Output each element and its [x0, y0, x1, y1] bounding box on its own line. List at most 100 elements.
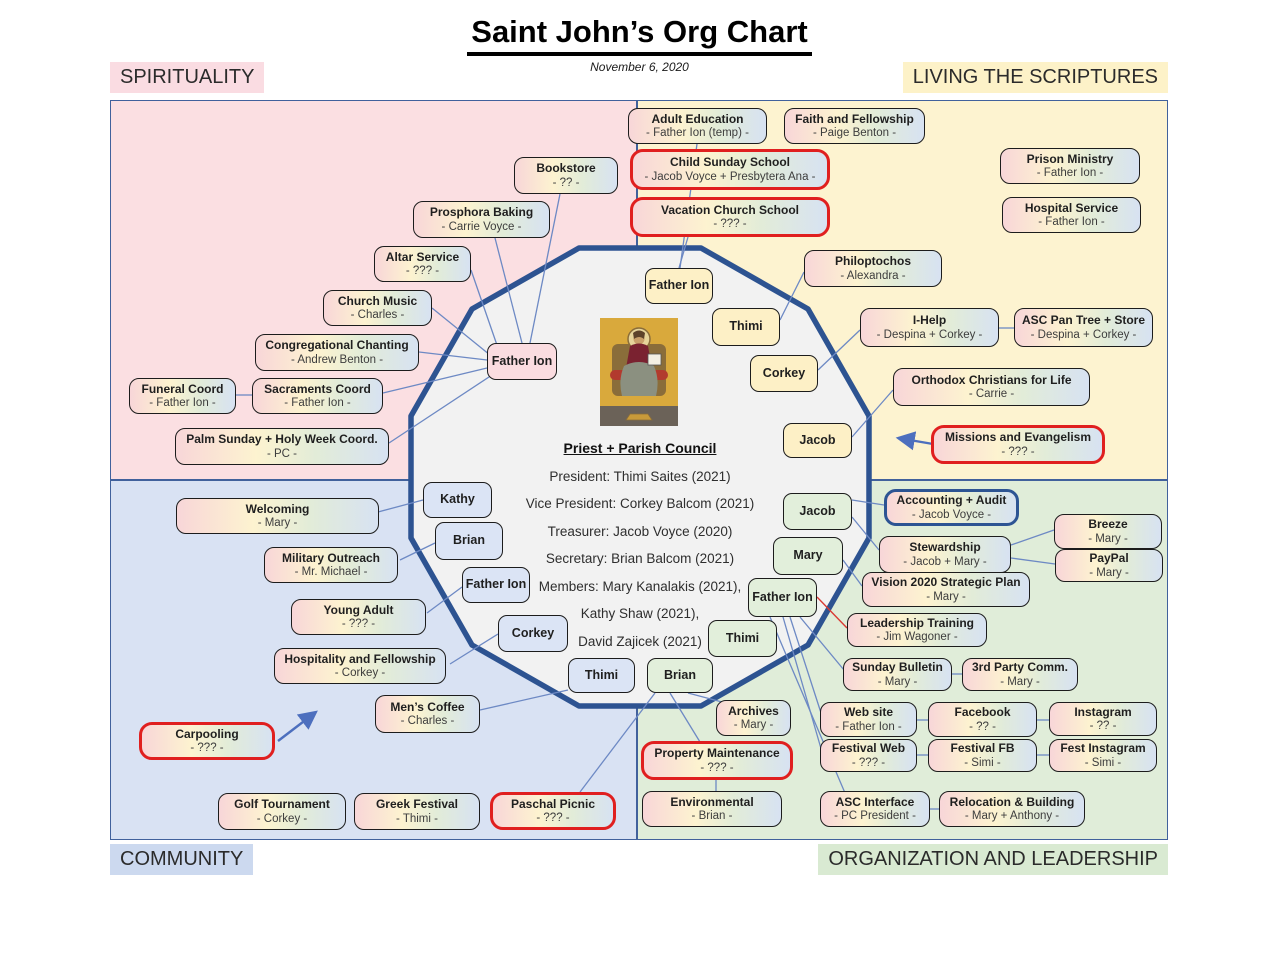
young-adult-person: - ??? - — [341, 618, 376, 631]
archives-person: - Mary - — [733, 719, 774, 732]
funeral-coord-title: Funeral Coord — [141, 381, 224, 396]
council-line: David Zajicek (2021) — [578, 633, 702, 649]
christ-enthroned-icon — [600, 318, 678, 431]
congregational-chanting-box: Congregational Chanting- Andrew Benton - — [255, 334, 419, 371]
archives-title: Archives — [728, 703, 779, 718]
property-maintenance-box: Property Maintenance- ??? - — [641, 741, 793, 780]
sunday-bulletin-person: - Mary - — [877, 675, 918, 688]
instagram-title: Instagram — [1074, 704, 1132, 719]
military-outreach-box: Military Outreach- Mr. Michael - — [264, 547, 398, 583]
father-ion-pink-member-node: Father Ion — [487, 343, 557, 380]
prosphora-box: Prosphora Baking- Carrie Voyce - — [413, 201, 550, 238]
festival-web-box: Festival Web- ??? - — [820, 739, 917, 772]
prison-ministry-title: Prison Ministry — [1026, 151, 1114, 166]
third-party-comm-box: 3rd Party Comm.- Mary - — [962, 658, 1078, 691]
breeze-title: Breeze — [1088, 517, 1128, 532]
council-line: President: Thimi Saites (2021) — [549, 468, 731, 484]
vision-2020-person: - Mary - — [926, 590, 966, 603]
faith-fellowship-person: - Paige Benton - — [812, 127, 897, 140]
prison-ministry-person: - Father Ion - — [1036, 167, 1104, 180]
welcoming-title: Welcoming — [245, 501, 310, 516]
i-help-person: - Despina + Corkey - — [876, 328, 983, 341]
facebook-person: - ?? - — [969, 720, 996, 733]
environmental-box: Environmental- Brian - — [642, 791, 782, 827]
church-music-box: Church Music- Charles - — [323, 290, 432, 326]
greek-festival-person: - Thimi - — [396, 812, 438, 825]
child-sunday-school-title: Child Sunday School — [669, 155, 790, 170]
adult-education-title: Adult Education — [651, 111, 744, 126]
sunday-bulletin-title: Sunday Bulletin — [852, 660, 943, 675]
palm-sunday-person: - PC - — [266, 447, 298, 460]
web-site-box: Web site- Father Ion - — [820, 702, 917, 737]
missions-evangelism-person: - ??? - — [1001, 445, 1035, 458]
sacraments-coord-title: Sacraments Coord — [264, 381, 371, 396]
brian-blue-member-node: Brian — [435, 522, 503, 560]
asc-interface-box: ASC Interface- PC President - — [820, 791, 930, 827]
faith-fellowship-box: Faith and Fellowship- Paige Benton - — [784, 108, 925, 144]
orthodox-christians-for-life-box: Orthodox Christians for Life- Carrie - — [893, 368, 1090, 406]
stewardship-box: Stewardship- Jacob + Mary - — [879, 536, 1011, 573]
property-maintenance-title: Property Maintenance — [654, 746, 780, 761]
corkey-blue-member-node: Corkey — [498, 615, 568, 652]
hospital-service-title: Hospital Service — [1024, 200, 1119, 215]
thimi-green-member-node: Thimi — [708, 620, 777, 657]
military-outreach-person: - Mr. Michael - — [294, 566, 368, 579]
church-music-title: Church Music — [337, 293, 418, 308]
palm-sunday-box: Palm Sunday + Holy Week Coord.- PC - — [175, 428, 389, 465]
council-line: Vice President: Corkey Balcom (2021) — [525, 496, 755, 511]
funeral-coord-person: - Father Ion - — [149, 397, 216, 410]
relocation-building-person: - Mary + Anthony - — [964, 810, 1060, 823]
sacraments-coord-person: - Father Ion - — [284, 397, 351, 410]
bookstore-title: Bookstore — [536, 161, 596, 176]
young-adult-box: Young Adult- ??? - — [291, 599, 426, 635]
date-label: November 6, 2020 — [590, 60, 689, 74]
third-party-comm-person: - Mary - — [1000, 675, 1040, 688]
instagram-person: - ?? - — [1089, 720, 1117, 733]
funeral-coord-box: Funeral Coord- Father Ion - — [129, 378, 236, 414]
quadrant-label-organization: ORGANIZATION AND LEADERSHIP — [818, 844, 1168, 875]
hospitality-fellowship-title: Hospitality and Fellowship — [284, 651, 436, 666]
missions-evangelism-title: Missions and Evangelism — [944, 430, 1092, 445]
father-ion-green-member-node: Father Ion — [748, 578, 817, 617]
prosphora-title: Prosphora Baking — [429, 205, 534, 220]
golf-tournament-person: - Corkey - — [256, 812, 308, 825]
vacation-church-school-box: Vacation Church School- ??? - — [630, 197, 830, 237]
child-sunday-school-box: Child Sunday School- Jacob Voyce + Presb… — [630, 149, 830, 190]
breeze-box: Breeze- Mary - — [1054, 514, 1162, 549]
mens-coffee-title: Men’s Coffee — [390, 699, 465, 714]
corkey-yellow-member-node: Corkey — [750, 355, 818, 392]
vacation-church-school-person: - ??? - — [713, 218, 747, 231]
i-help-box: I-Help- Despina + Corkey - — [860, 308, 999, 347]
web-site-person: - Father Ion - — [835, 720, 902, 733]
vacation-church-school-title: Vacation Church School — [660, 202, 800, 217]
festival-web-person: - ??? - — [851, 756, 886, 769]
web-site-title: Web site — [843, 705, 894, 720]
paypal-person: - Mary - — [1089, 566, 1129, 579]
missions-evangelism-box: Missions and Evangelism- ??? - — [931, 425, 1105, 464]
father-ion-blue-member-node: Father Ion — [462, 567, 530, 603]
hospital-service-box: Hospital Service- Father Ion - — [1002, 197, 1141, 233]
asc-pan-tree-person: - Despina + Corkey - — [1030, 328, 1137, 341]
quadrant-label-living: LIVING THE SCRIPTURES — [902, 62, 1168, 93]
prison-ministry-box: Prison Ministry- Father Ion - — [1000, 148, 1140, 184]
orthodox-christians-for-life-title: Orthodox Christians for Life — [911, 372, 1072, 387]
philoptochos-box: Philoptochos- Alexandra - — [804, 250, 942, 287]
bookstore-box: Bookstore- ?? - — [514, 157, 618, 194]
paypal-title: PayPal — [1089, 551, 1129, 566]
congregational-chanting-person: - Andrew Benton - — [290, 353, 384, 366]
carpooling-title: Carpooling — [175, 726, 239, 741]
jacob-yellow-member-node: Jacob — [783, 423, 852, 458]
golf-tournament-title: Golf Tournament — [234, 797, 330, 812]
quadrant-label-spirituality: SPIRITUALITY — [110, 62, 265, 93]
relocation-building-box: Relocation & Building- Mary + Anthony - — [939, 791, 1085, 827]
carpooling-box: Carpooling- ??? - — [139, 722, 275, 760]
hospital-service-person: - Father Ion - — [1038, 216, 1105, 229]
philoptochos-person: - Alexandra - — [840, 269, 906, 282]
church-music-person: - Charles - — [350, 309, 405, 322]
sacraments-coord-box: Sacraments Coord- Father Ion - — [252, 378, 383, 414]
environmental-title: Environmental — [670, 794, 754, 809]
mens-coffee-person: - Charles - — [400, 715, 455, 728]
adult-education-box: Adult Education- Father Ion (temp) - — [628, 108, 767, 144]
greek-festival-title: Greek Festival — [375, 797, 459, 812]
fest-instagram-title: Fest Instagram — [1060, 741, 1146, 756]
